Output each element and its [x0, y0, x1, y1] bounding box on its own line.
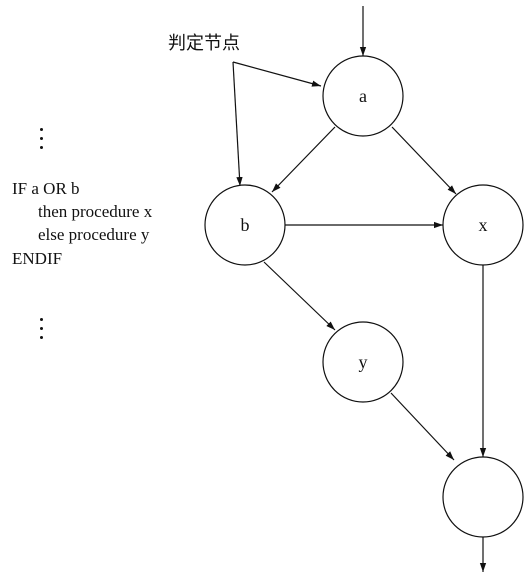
node-end: [442, 456, 524, 538]
node-a-label: a: [359, 86, 367, 106]
annotation-pointer-to-b: [232, 61, 243, 187]
annotation-pointer-to-a: [232, 61, 322, 87]
edge-a-to-b: [271, 126, 336, 193]
ellipsis-top-icon: [40, 126, 44, 154]
node-y-label: y: [359, 352, 368, 372]
edge-b-to-y: [263, 261, 336, 331]
code-line-if: IF a OR b: [12, 179, 80, 198]
node-b-label: b: [241, 215, 250, 235]
edge-a-to-x: [391, 126, 457, 195]
ellipsis-bottom-icon: [40, 316, 44, 344]
code-line-else: else procedure y: [38, 225, 150, 244]
node-a: a: [322, 55, 404, 137]
code-line-endif: ENDIF: [12, 249, 63, 268]
node-x-label: x: [479, 215, 488, 235]
edge-y-to-end: [390, 392, 455, 461]
decision-node-label: 判定节点: [168, 33, 240, 54]
node-y: y: [322, 321, 404, 403]
node-b: b: [204, 184, 286, 266]
code-line-then: then procedure x: [38, 202, 153, 221]
node-x: x: [442, 184, 524, 266]
